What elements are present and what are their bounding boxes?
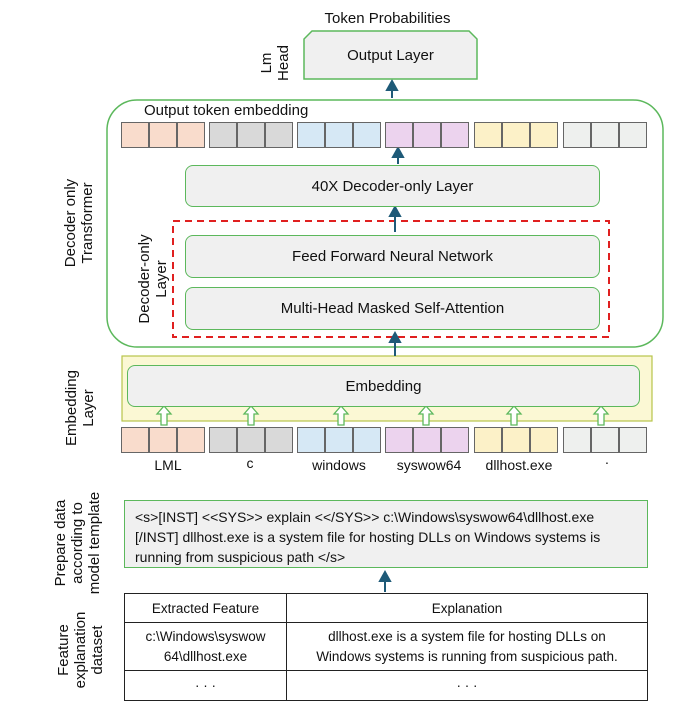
hollow-arrow-6 bbox=[592, 405, 610, 426]
in-token-5a bbox=[474, 427, 502, 453]
in-token-4b bbox=[413, 427, 441, 453]
in-token-2c bbox=[265, 427, 293, 453]
feature-dataset-label: Feature explanation dataset bbox=[55, 611, 106, 689]
out-token-6a bbox=[563, 122, 591, 148]
in-token-5c bbox=[530, 427, 558, 453]
in-token-6a bbox=[563, 427, 591, 453]
out-token-3c bbox=[353, 122, 381, 148]
cell-explanation: dllhost.exe is a system file for hosting… bbox=[286, 622, 648, 671]
in-token-2a bbox=[209, 427, 237, 453]
out-token-3a bbox=[297, 122, 325, 148]
out-token-4c bbox=[441, 122, 469, 148]
decoder-stack-box: 40X Decoder-only Layer bbox=[185, 165, 600, 207]
header-extracted-feature: Extracted Feature bbox=[124, 593, 287, 623]
out-token-6b bbox=[591, 122, 619, 148]
in-token-1c bbox=[177, 427, 205, 453]
cell-feature: c:\Windows\syswow 64\dllhost.exe bbox=[124, 622, 287, 671]
in-token-4c bbox=[441, 427, 469, 453]
decoder-only-transformer-label: Decoder only Transformer bbox=[62, 178, 96, 268]
table-row: c:\Windows\syswow 64\dllhost.exe dllhost… bbox=[124, 622, 648, 671]
header-explanation: Explanation bbox=[286, 593, 648, 623]
token-word: windows bbox=[312, 457, 366, 473]
token-word: LML bbox=[154, 457, 182, 473]
out-token-6c bbox=[619, 122, 647, 148]
table-header-row: Extracted Feature Explanation bbox=[124, 593, 648, 623]
prepare-data-label: Prepare data according to model template bbox=[52, 491, 103, 595]
in-token-1a bbox=[121, 427, 149, 453]
out-token-2c bbox=[265, 122, 293, 148]
in-token-3c bbox=[353, 427, 381, 453]
out-token-5b bbox=[502, 122, 530, 148]
in-token-1b bbox=[149, 427, 177, 453]
out-token-4a bbox=[385, 122, 413, 148]
transformer-container bbox=[106, 99, 664, 348]
decoder-only-layer-box bbox=[172, 220, 610, 338]
out-token-5c bbox=[530, 122, 558, 148]
out-token-1b bbox=[149, 122, 177, 148]
in-token-3b bbox=[325, 427, 353, 453]
out-token-2a bbox=[209, 122, 237, 148]
decoder-only-layer-label: Decoder-only Layer bbox=[136, 234, 170, 324]
table-row: · · · · · · bbox=[124, 670, 648, 701]
in-token-6b bbox=[591, 427, 619, 453]
embedding-box: Embedding bbox=[127, 365, 640, 407]
lm-head-label: Lm Head bbox=[258, 45, 292, 81]
hollow-arrow-4 bbox=[417, 405, 435, 426]
hollow-arrow-1 bbox=[155, 405, 173, 426]
output-layer-label: Output Layer bbox=[347, 46, 434, 64]
in-token-3a bbox=[297, 427, 325, 453]
feature-dataset-table: Extracted Feature Explanation c:\Windows… bbox=[124, 593, 648, 701]
mhsa-box: Multi-Head Masked Self-Attention bbox=[185, 287, 600, 330]
token-word: c bbox=[246, 455, 254, 471]
output-layer-box: Output Layer bbox=[303, 30, 478, 80]
token-word: dllhost.exe bbox=[485, 457, 553, 473]
token-probabilities-title: Token Probabilities bbox=[324, 10, 451, 27]
hollow-arrow-3 bbox=[332, 405, 350, 426]
out-token-3b bbox=[325, 122, 353, 148]
output-token-embedding-label: Output token embedding bbox=[144, 102, 309, 119]
token-word: syswow64 bbox=[396, 457, 462, 473]
in-token-5b bbox=[502, 427, 530, 453]
out-token-1c bbox=[177, 122, 205, 148]
out-token-4b bbox=[413, 122, 441, 148]
in-token-4a bbox=[385, 427, 413, 453]
hollow-arrow-5 bbox=[505, 405, 523, 426]
in-token-2b bbox=[237, 427, 265, 453]
token-word: . bbox=[605, 451, 609, 467]
cell-explanation-ellipsis: · · · bbox=[286, 670, 648, 701]
out-token-1a bbox=[121, 122, 149, 148]
out-token-5a bbox=[474, 122, 502, 148]
ffnn-box: Feed Forward Neural Network bbox=[185, 235, 600, 278]
embedding-layer-label: Embedding Layer bbox=[63, 370, 97, 446]
in-token-6c bbox=[619, 427, 647, 453]
cell-feature-ellipsis: · · · bbox=[124, 670, 287, 701]
out-token-2b bbox=[237, 122, 265, 148]
hollow-arrow-2 bbox=[242, 405, 260, 426]
template-text: <s>[INST] <<SYS>> explain <</SYS>> c:\Wi… bbox=[135, 509, 601, 565]
template-box: <s>[INST] <<SYS>> explain <</SYS>> c:\Wi… bbox=[124, 500, 648, 568]
